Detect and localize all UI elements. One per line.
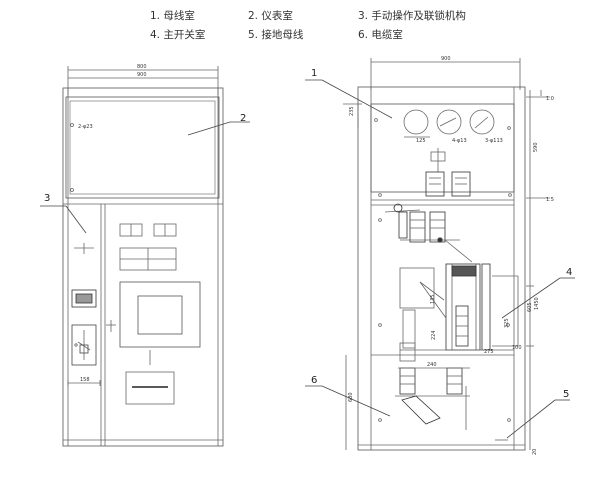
dim-side-1-0: 1.0 (546, 96, 554, 102)
legend: 1. 母线室 2. 仪表室 3. 手动操作及联锁机构 4. 主开关室 5. 接地… (0, 0, 608, 46)
dim-front-hole: 2-φ23 (78, 124, 93, 130)
front-callouts (40, 121, 250, 234)
dim-side-135: 135 (430, 294, 436, 304)
dim-side-100: 100 (512, 345, 522, 351)
dim-front-width-outer: 800 (137, 64, 147, 70)
legend-item-instrument-room: 2. 仪表室 (248, 10, 293, 22)
dim-side-hole-3: 3-φ113 (485, 138, 503, 144)
dim-side-1450: 1450 (534, 297, 540, 310)
dim-side-224: 224 (431, 330, 437, 340)
dim-side-235: 235 (349, 106, 355, 116)
dim-front-width-inner: 900 (137, 72, 147, 78)
side-view (343, 58, 550, 451)
dim-front-panel-width: 158 (80, 377, 90, 383)
callout-6: 6 (311, 375, 317, 386)
dim-side-680: 680 (348, 392, 354, 402)
dim-side-20: 20 (532, 449, 538, 455)
dim-side-hole-4: 4-φ13 (452, 138, 467, 144)
callout-1: 1 (311, 68, 317, 79)
callout-5: 5 (563, 389, 569, 400)
legend-item-busbar-room: 1. 母线室 (150, 10, 195, 22)
callout-3: 3 (44, 193, 50, 204)
dim-side-hole-125: 125 (416, 138, 426, 144)
dim-side-325: 325 (504, 318, 510, 328)
dim-side-width-top: 900 (441, 56, 451, 62)
legend-item-manual-operation: 3. 手动操作及联锁机构 (358, 10, 466, 22)
legend-item-cable-room: 6. 电缆室 (358, 29, 403, 41)
callout-2: 2 (240, 113, 246, 124)
callout-4: 4 (566, 267, 572, 278)
dim-side-240: 240 (427, 362, 437, 368)
dim-side-275: 275 (484, 349, 494, 355)
dim-side-590: 590 (533, 142, 539, 152)
legend-item-grounding-busbar: 5. 接地母线 (248, 29, 304, 41)
dim-side-1-5: 1.5 (546, 197, 554, 203)
side-callouts (305, 79, 575, 439)
legend-item-main-switch-room: 4. 主开关室 (150, 29, 206, 41)
dim-side-605: 605 (527, 302, 533, 312)
front-view (62, 66, 224, 447)
